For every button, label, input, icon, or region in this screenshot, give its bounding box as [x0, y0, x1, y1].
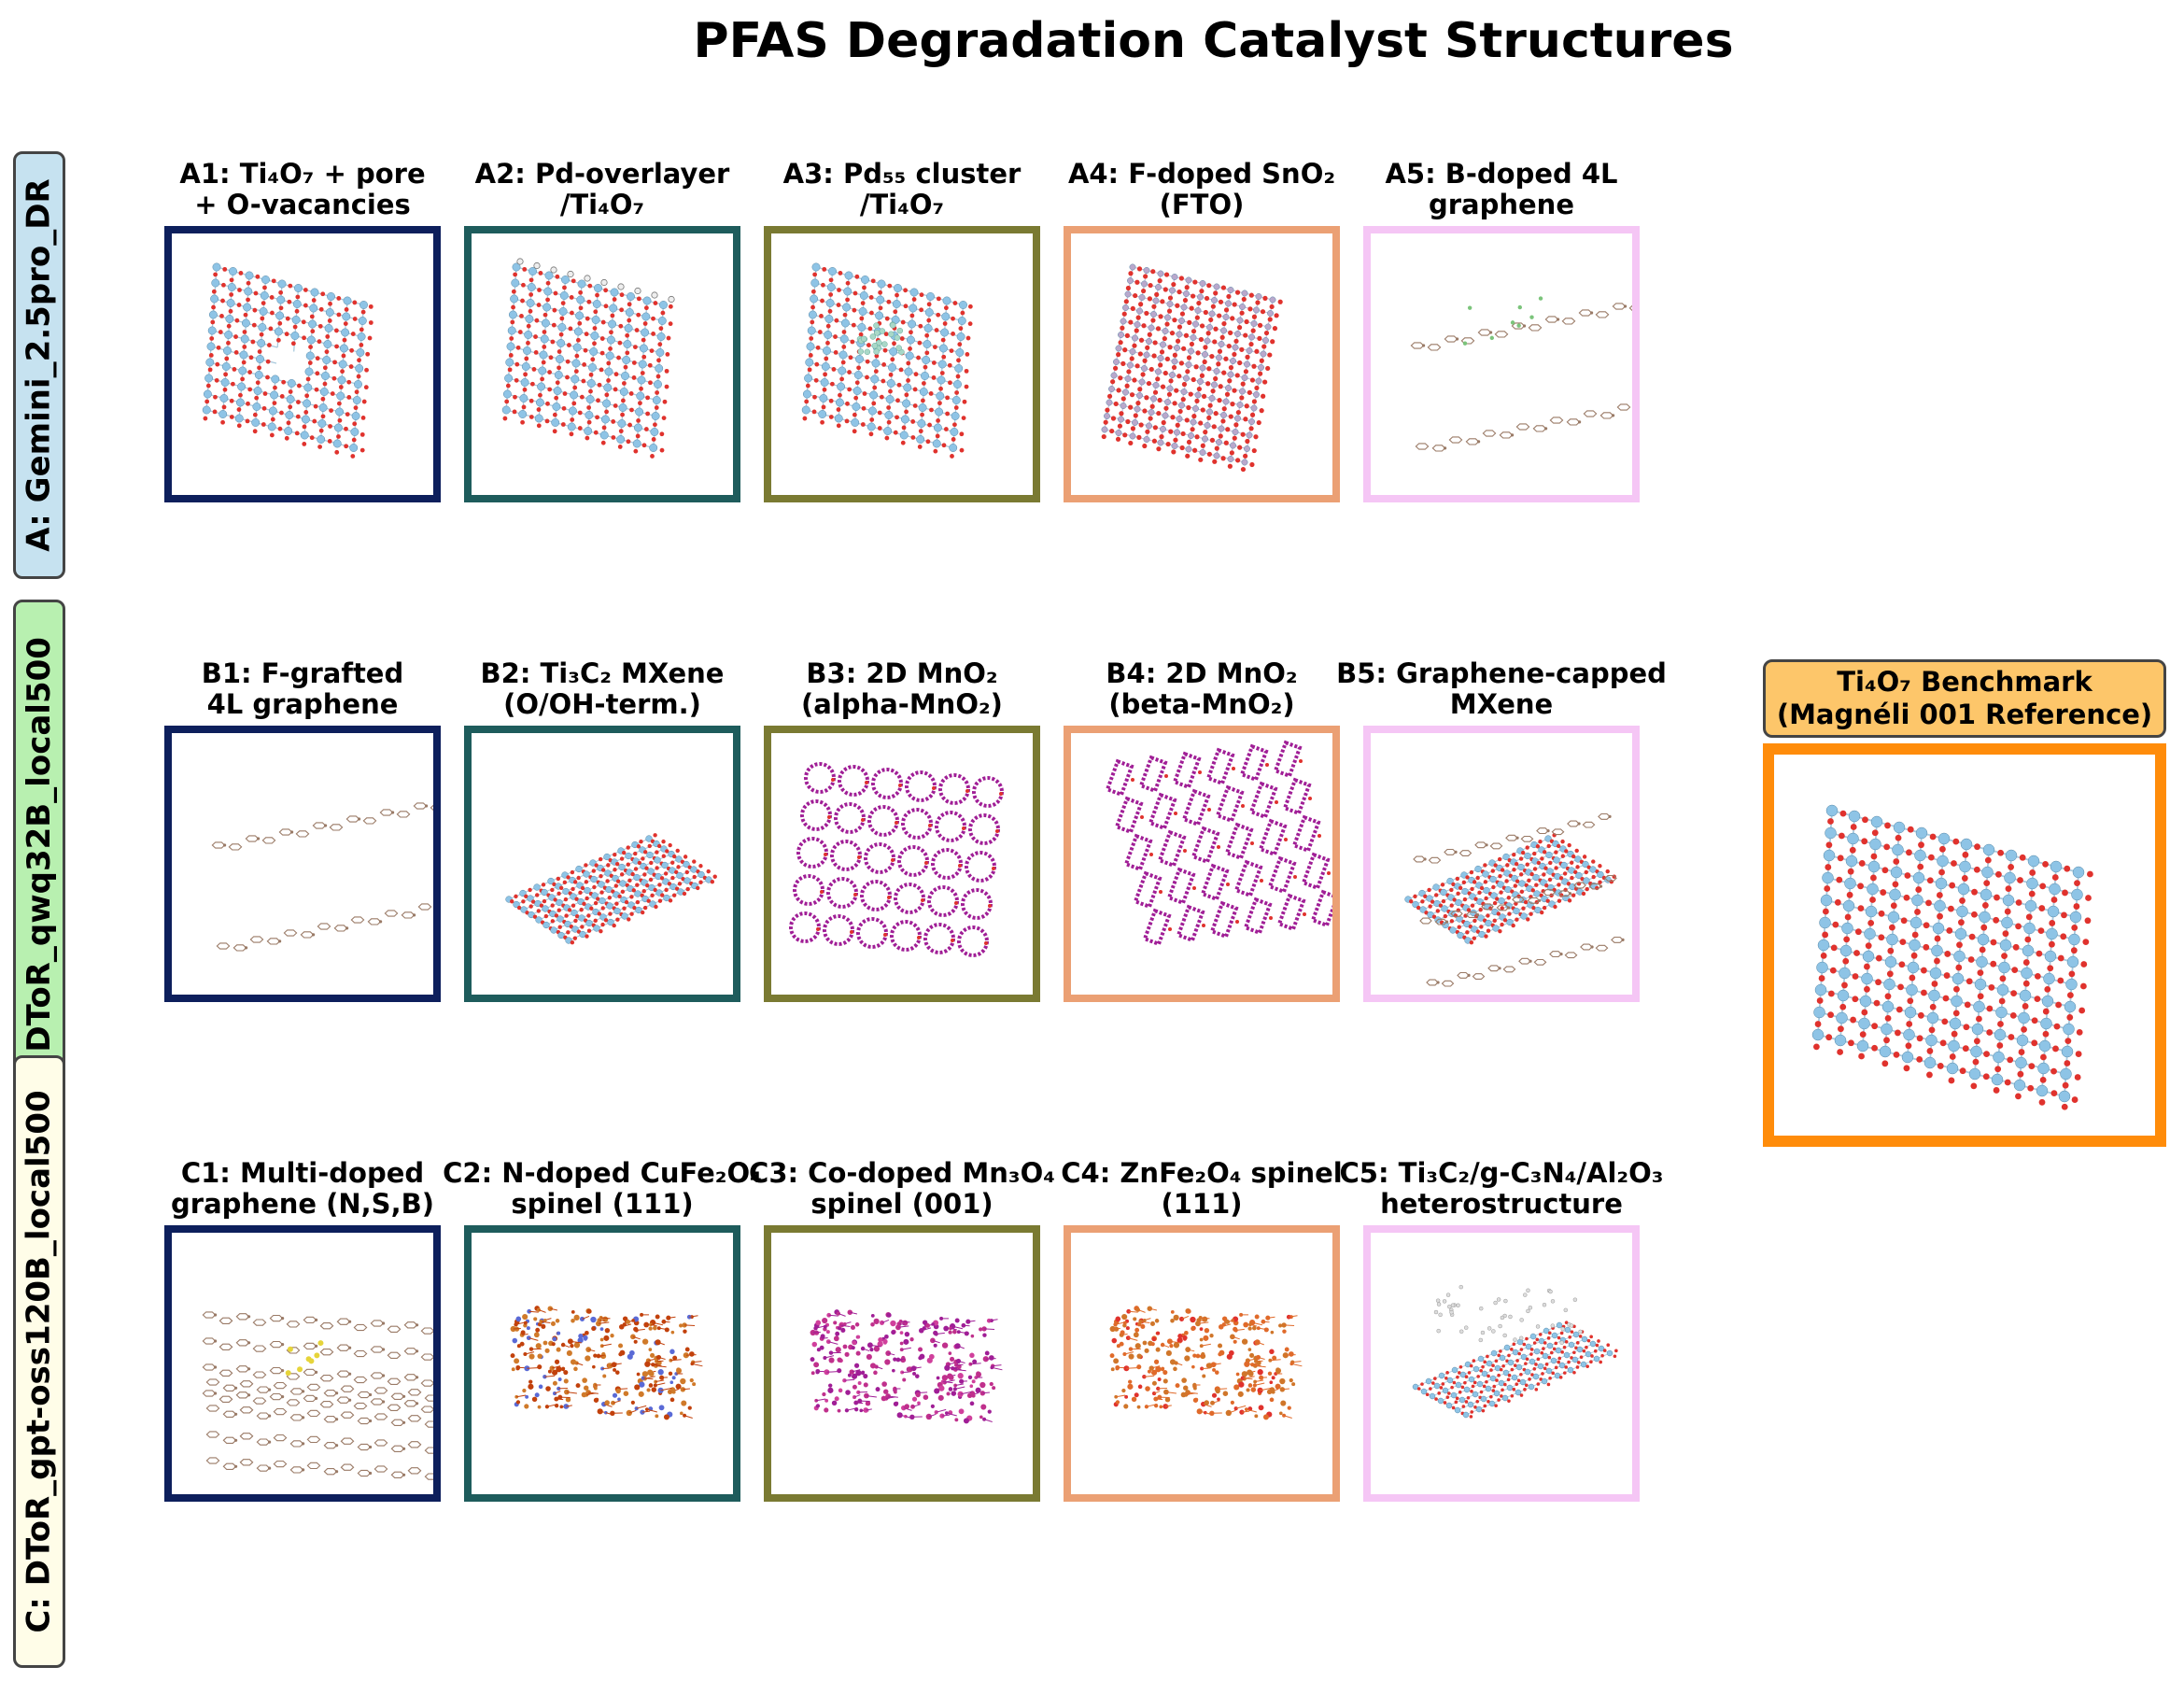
panel-caption: A2: Pd-overlayer /Ti₄O₇ — [474, 158, 730, 220]
structure-panel — [1064, 1225, 1340, 1502]
panel-caption: A3: Pd₅₅ cluster /Ti₄O₇ — [782, 158, 1022, 220]
structure-panel — [464, 1225, 740, 1502]
structure-image — [211, 802, 433, 952]
structure-panel — [1363, 726, 1640, 1002]
panel-caption: C3: Co-doped Mn₃O₄ spinel (001) — [749, 1157, 1055, 1220]
structure-panel — [764, 226, 1040, 502]
panel-caption: A1: Ti₄O₇ + pore + O-vacancies — [179, 158, 426, 220]
structure-panel — [164, 726, 441, 1002]
panel-caption: B2: Ti₃C₂ MXene (O/OH-term.) — [480, 657, 725, 720]
row-label-c: C: DToR_gpt-oss120B_local500 — [13, 1055, 65, 1668]
structure-panel — [464, 726, 740, 1002]
structure-image — [1412, 1284, 1618, 1419]
structure-image — [505, 833, 717, 945]
structure-image — [501, 258, 675, 459]
structure-panel — [1363, 1225, 1640, 1502]
benchmark-label-line1: Ti₄O₇ Benchmark — [1837, 666, 2092, 698]
panel-caption: B1: F-grafted 4L graphene — [201, 657, 404, 720]
structure-image — [202, 1311, 433, 1480]
structure-image — [789, 762, 1004, 957]
benchmark-label-line2: (Magnéli 001 Reference) — [1776, 699, 2153, 730]
structure-image — [1410, 296, 1632, 452]
structure-panel — [164, 226, 441, 502]
structure-image — [801, 262, 973, 459]
panel-caption: B4: 2D MnO₂ (beta-MnO₂) — [1106, 657, 1298, 720]
structure-image — [810, 1309, 1003, 1424]
panel-caption: C5: Ti₃C₂/g-C₃N₄/Al₂O₃ heterostructure — [1339, 1157, 1664, 1220]
structure-image — [510, 1306, 703, 1420]
structure-panel — [164, 1225, 441, 1502]
structure-panel — [1064, 226, 1340, 502]
panel-caption: A4: F-doped SnO₂ (FTO) — [1067, 158, 1336, 220]
structure-image — [1105, 740, 1332, 947]
structure-image — [1101, 263, 1283, 473]
panel-caption: A5: B-doped 4L graphene — [1385, 158, 1618, 220]
structure-image — [202, 262, 373, 459]
row-label-a-text: A: Gemini_2.5pro_DR — [21, 178, 59, 552]
panel-caption: C1: Multi-doped graphene (N,S,B) — [171, 1157, 434, 1220]
panel-caption: B3: 2D MnO₂ (alpha-MnO₂) — [801, 657, 1003, 720]
structure-image — [1404, 812, 1625, 987]
figure-title: PFAS Degradation Catalyst Structures — [693, 13, 1734, 69]
row-label-b-text: B: DToR_qwq32B_local500 — [21, 637, 58, 1100]
structure-panel — [1363, 226, 1640, 502]
panel-caption: B5: Graphene-capped MXene — [1336, 657, 1667, 720]
row-label-a: A: Gemini_2.5pro_DR — [13, 151, 65, 579]
row-label-b: B: DToR_qwq32B_local500 — [13, 600, 65, 1137]
structure-panel — [764, 726, 1040, 1002]
panel-caption: C2: N-doped CuFe₂O₄ spinel (111) — [443, 1157, 762, 1220]
structure-panel — [1064, 726, 1340, 1002]
structure-panel — [464, 226, 740, 502]
panel-caption: C4: ZnFe₂O₄ spinel (111) — [1061, 1157, 1343, 1220]
benchmark-label: Ti₄O₇ Benchmark (Magnéli 001 Reference) — [1763, 659, 2166, 738]
structure-image — [1109, 1306, 1303, 1420]
benchmark-panel — [1763, 743, 2166, 1147]
structure-panel — [764, 1225, 1040, 1502]
benchmark-structure-image — [1811, 804, 2093, 1110]
row-label-c-text: C: DToR_gpt-oss120B_local500 — [21, 1090, 59, 1633]
